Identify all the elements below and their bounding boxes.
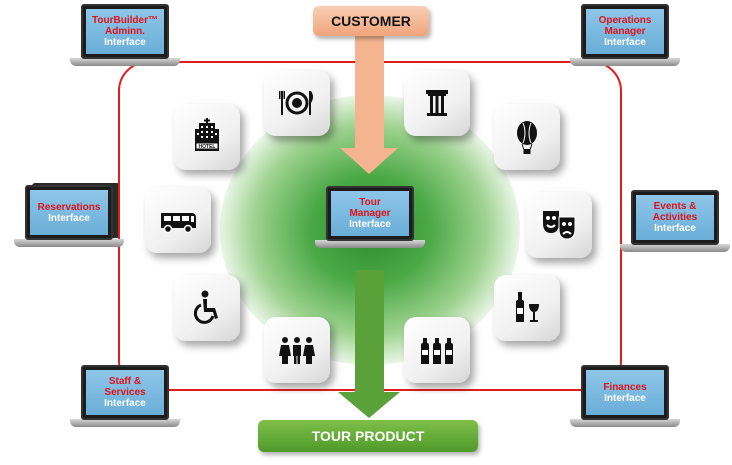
hotel-tile[interactable]: HOTEL: [174, 104, 240, 170]
laptop-label-line1: Events &: [653, 201, 697, 212]
laptop-label-line1: Finances: [603, 381, 647, 393]
laptop-label-line1: Reservations: [37, 201, 101, 213]
laptop-label-line1: Operations: [598, 15, 652, 26]
laptop-tour-manager[interactable]: Tour Manager Interface: [315, 182, 425, 248]
accessibility-tile[interactable]: [174, 275, 240, 341]
laptop-label-line3: Interface: [104, 398, 146, 409]
theater-masks-icon: [543, 211, 576, 240]
group-tile[interactable]: [264, 317, 330, 383]
laptop-label-line3: Interface: [604, 37, 646, 48]
laptop-label-line1: Staff &: [108, 376, 142, 387]
product-arrow: [338, 270, 400, 418]
svg-text:HOTEL: HOTEL: [199, 144, 216, 150]
hot-air-balloon-tile[interactable]: [494, 104, 560, 170]
laptop-label-line2: Manager: [604, 26, 646, 37]
museum-tile[interactable]: [404, 70, 470, 136]
laptop-finances[interactable]: Finances Interface: [570, 365, 680, 427]
laptop-operations-manager[interactable]: Operations Manager Interface: [570, 4, 680, 66]
theater-tile[interactable]: [526, 192, 592, 258]
customer-box: CUSTOMER: [313, 6, 429, 36]
drinks-bottles-icon: [421, 338, 453, 364]
laptop-label-line3: Interface: [654, 223, 696, 234]
laptop-label-line2: Interface: [604, 392, 646, 404]
bus-tile[interactable]: [145, 187, 211, 253]
laptop-reservations[interactable]: Reservations Interface: [14, 183, 124, 247]
dining-icon: [279, 91, 313, 115]
dining-tile[interactable]: [264, 70, 330, 136]
laptop-label-line3: Interface: [104, 37, 146, 48]
bus-icon: [161, 213, 196, 234]
laptop-staff-services[interactable]: Staff & Services Interface: [70, 365, 180, 427]
drinks-tile[interactable]: [404, 317, 470, 383]
laptop-label-line2: Adminn.: [105, 26, 145, 37]
hotel-icon: HOTEL: [195, 118, 219, 151]
wheelchair-icon: [193, 290, 218, 324]
laptop-events-activities[interactable]: Events & Activities Interface: [620, 190, 730, 252]
tour-product-box: TOUR PRODUCT: [258, 420, 478, 452]
laptop-label-line3: Interface: [349, 219, 391, 230]
museum-icon: [426, 90, 448, 116]
laptop-label-line2: Interface: [48, 212, 90, 224]
customer-arrow: [340, 36, 398, 174]
hot-air-balloon-icon: [517, 121, 537, 154]
laptop-label-line2: Manager: [349, 208, 391, 219]
laptop-label-line1: Tour: [359, 197, 381, 208]
laptop-label-line2: Services: [104, 387, 146, 398]
laptop-label-line2: Activities: [652, 212, 698, 223]
wine-icon: [516, 292, 539, 322]
group-people-icon: [279, 337, 315, 364]
laptop-tourbuilder-admin[interactable]: TourBuilder™ Adminn. Interface: [70, 4, 180, 66]
wine-tile[interactable]: [494, 275, 560, 341]
laptop-label-line1: TourBuilder™: [92, 15, 158, 26]
